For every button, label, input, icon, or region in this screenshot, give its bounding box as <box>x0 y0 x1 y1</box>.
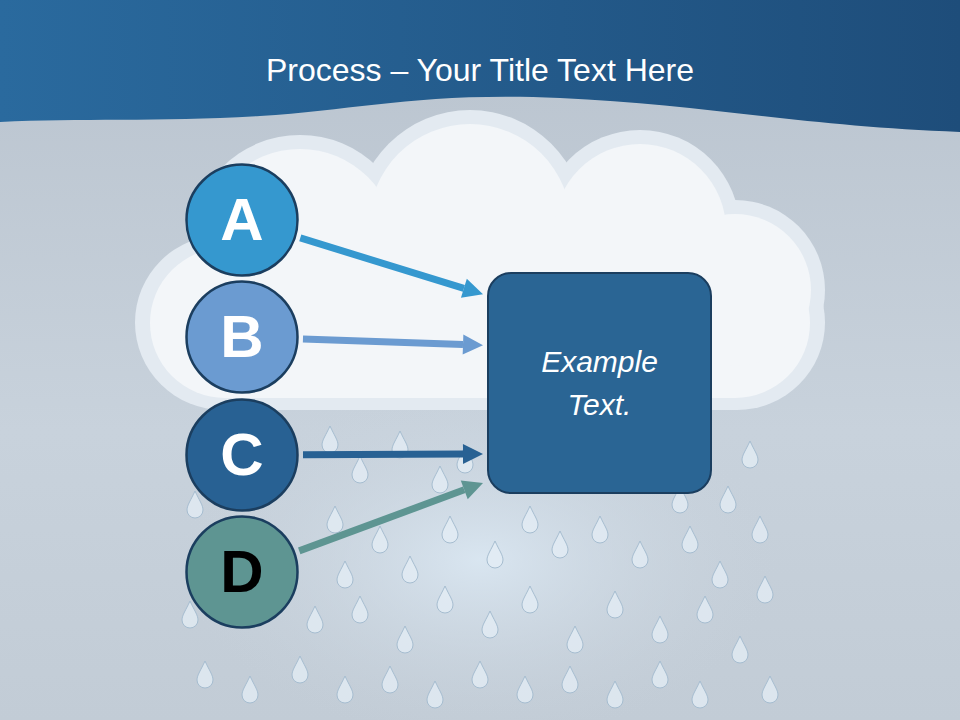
arrow-head <box>463 335 483 355</box>
arrow-line <box>303 451 463 459</box>
step-letter: B <box>220 307 263 367</box>
circle-shape <box>187 517 298 628</box>
arrow-head <box>461 279 483 298</box>
slide-title: Process – Your Title Text Here <box>0 52 960 89</box>
flow-arrow <box>299 480 483 550</box>
circle-shape <box>187 400 298 511</box>
flow-arrow <box>303 444 483 464</box>
title-band <box>0 0 960 132</box>
step-circle: D <box>185 515 299 629</box>
step-circle: C <box>185 398 299 512</box>
step-circle: B <box>185 280 299 394</box>
box-text: Example Text. <box>520 340 680 427</box>
circle-shape <box>187 282 298 393</box>
arrow-head <box>461 480 483 499</box>
arrow-line <box>299 490 464 551</box>
cloud <box>135 110 825 410</box>
arrow-head <box>463 444 483 464</box>
step-circle: A <box>185 163 299 277</box>
arrow-line <box>303 339 463 344</box>
flow-arrow <box>300 238 483 298</box>
step-letter: C <box>220 425 263 485</box>
arrow-line <box>300 238 464 288</box>
step-letter: A <box>220 190 263 250</box>
circle-shape <box>187 165 298 276</box>
step-letter: D <box>220 542 263 602</box>
result-box: Example Text. <box>487 272 712 494</box>
flow-arrow <box>303 335 483 355</box>
